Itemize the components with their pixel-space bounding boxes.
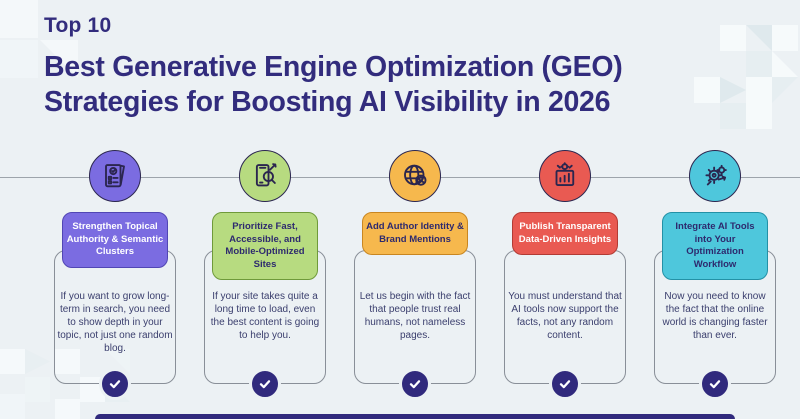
check-icon [259, 380, 271, 389]
strategy-column-2: Prioritize Fast, Accessible, and Mobile-… [204, 150, 326, 400]
gears-workflow-icon [689, 150, 741, 202]
footer-bar [95, 414, 735, 419]
check-badge [249, 368, 281, 400]
mobile-speed-search-icon [239, 150, 291, 202]
strategy-column-4: Publish Transparent Data-Driven Insights… [504, 150, 626, 400]
strategy-description: Now you need to know the fact that the o… [662, 291, 768, 341]
strategy-description: If you want to grow long-term in search,… [57, 291, 173, 354]
check-badge [99, 368, 131, 400]
globe-author-icon [389, 150, 441, 202]
strategy-column-3: Add Author Identity & Brand Mentions Let… [354, 150, 476, 400]
eyebrow-top-10: Top 10 [44, 14, 112, 37]
check-icon [409, 380, 421, 389]
strategy-column-5: Integrate AI Tools into Your Optimizatio… [654, 150, 776, 400]
strategy-title-badge: Add Author Identity & Brand Mentions [362, 212, 468, 255]
page-title-line1: Best Generative Engine Optimization (GEO… [44, 51, 623, 83]
strategy-description: If your site takes quite a long time to … [210, 291, 320, 341]
corner-pattern-top-right [694, 25, 798, 129]
strategy-title-badge: Integrate AI Tools into Your Optimizatio… [662, 212, 768, 280]
page-title: Best Generative Engine Optimization (GEO… [44, 50, 623, 120]
strategy-title-badge: Prioritize Fast, Accessible, and Mobile-… [212, 212, 318, 280]
check-badge [699, 368, 731, 400]
check-badge [549, 368, 581, 400]
check-icon [109, 380, 121, 389]
strategy-description: Let us begin with the fact that people t… [359, 291, 471, 341]
strategy-column-1: Strengthen Topical Authority & Semantic … [54, 150, 176, 400]
strategy-title-badge: Strengthen Topical Authority & Semantic … [62, 212, 168, 268]
page-title-line2: Strategies for Boosting AI Visibility in… [44, 86, 611, 118]
check-icon [559, 380, 571, 389]
strategy-description: You must understand that AI tools now su… [508, 291, 622, 341]
check-badge [399, 368, 431, 400]
strategy-title-badge: Publish Transparent Data-Driven Insights [512, 212, 618, 255]
strategy-columns: Strengthen Topical Authority & Semantic … [54, 150, 776, 400]
data-chart-gear-icon [539, 150, 591, 202]
shield-checklist-document-icon [89, 150, 141, 202]
check-icon [709, 380, 721, 389]
